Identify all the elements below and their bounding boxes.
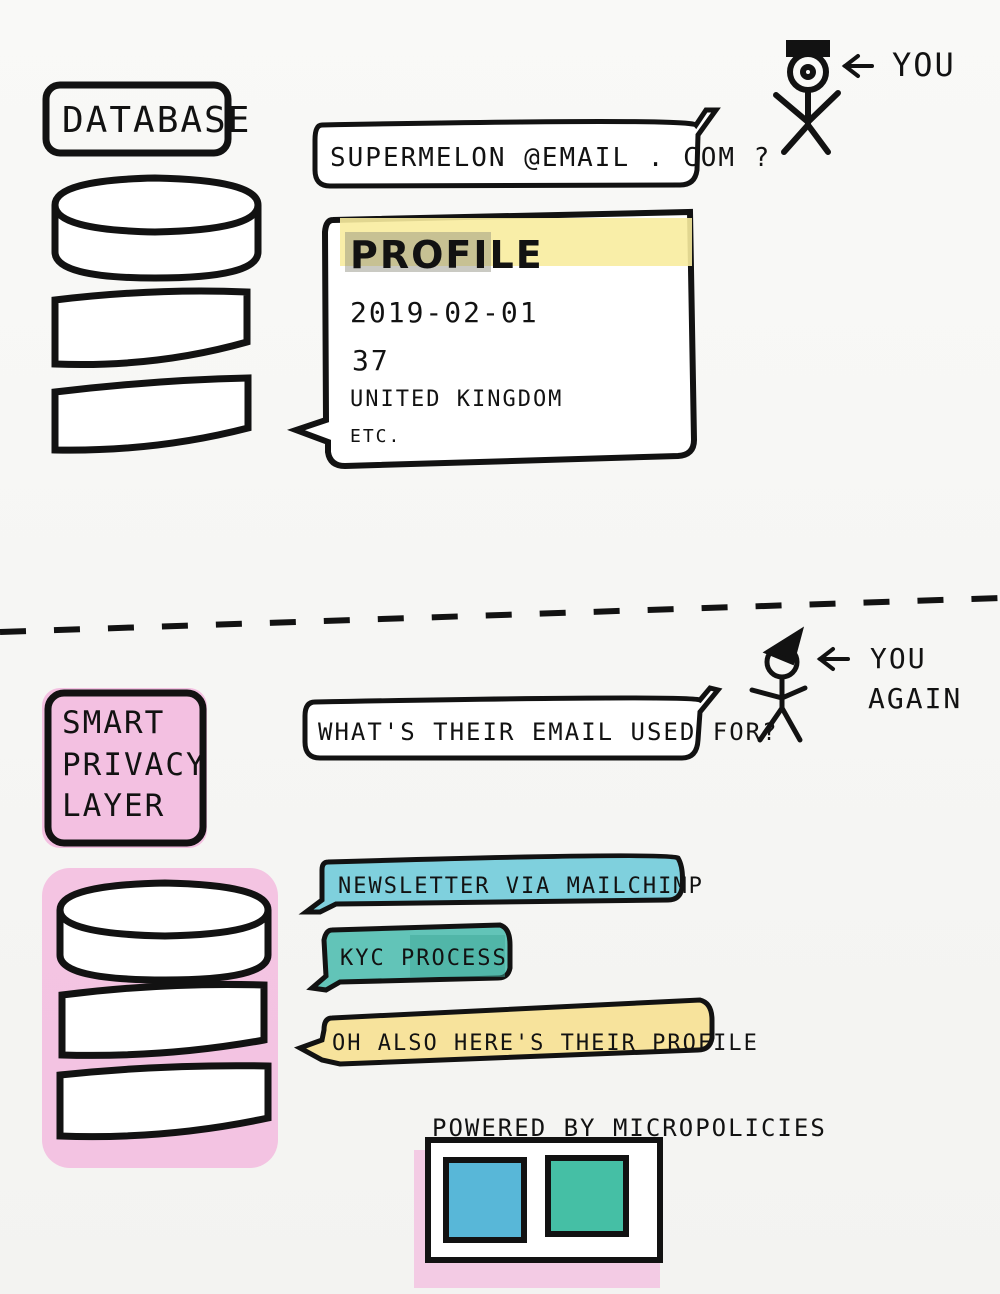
database-label-box: DATABASE [42,81,251,157]
profile-date: 2019-02-01 [350,296,539,329]
layer-label-line-1: SMART [62,705,165,741]
you-again-stick-figure-icon [749,626,808,743]
you-label: YOU [892,46,956,84]
you-stick-figure-icon [773,40,841,155]
profile-country: UNITED KINGDOM [350,387,563,412]
profile-etc: ETC. [350,426,401,447]
profile-card: PROFILE 2019-02-01 37 UNITED KINGDOM ETC… [287,208,698,470]
section-divider [0,595,1000,635]
usage-question-bubble: WHAT'S THEIR EMAIL USED FOR? [302,685,779,761]
answer-bubble-profile: OH ALSO HERE'S THEIR PROFILE [293,997,759,1067]
email-question-text: SUPERMELON @EMAIL . COM ? [330,143,771,173]
answer-bubble-newsletter: NEWSLETTER VIA MAILCHIMP [298,853,704,915]
arrow-left-icon [841,54,874,78]
profile-title: PROFILE [350,233,544,277]
you-again-label-line-2: AGAIN [868,682,962,715]
micropolicy-block-blue [443,1157,527,1243]
micropolicy-block-teal [545,1155,629,1237]
layer-label-line-3: LAYER [62,788,165,824]
usage-question-text: WHAT'S THEIR EMAIL USED FOR? [318,718,779,746]
profile-age: 37 [352,344,390,377]
layer-label-line-2: PRIVACY [62,747,207,783]
answer-text-profile: OH ALSO HERE'S THEIR PROFILE [332,1031,759,1056]
privacy-database-cylinder-icon [42,868,278,1168]
arrow-left-icon-2 [816,647,850,671]
database-cylinder-icon [51,174,262,454]
you-again-label-line-1: YOU [870,642,927,675]
email-question-bubble: SUPERMELON @EMAIL . COM ? [312,107,771,189]
answer-text-kyc: KYC PROCESS [340,946,508,971]
answer-text-newsletter: NEWSLETTER VIA MAILCHIMP [338,874,704,899]
answer-bubble-kyc: KYC PROCESS [306,922,513,993]
micropolicies-panel [414,1137,663,1288]
database-label: DATABASE [62,100,251,141]
smart-privacy-layer-box: SMART PRIVACY LAYER [42,688,207,848]
